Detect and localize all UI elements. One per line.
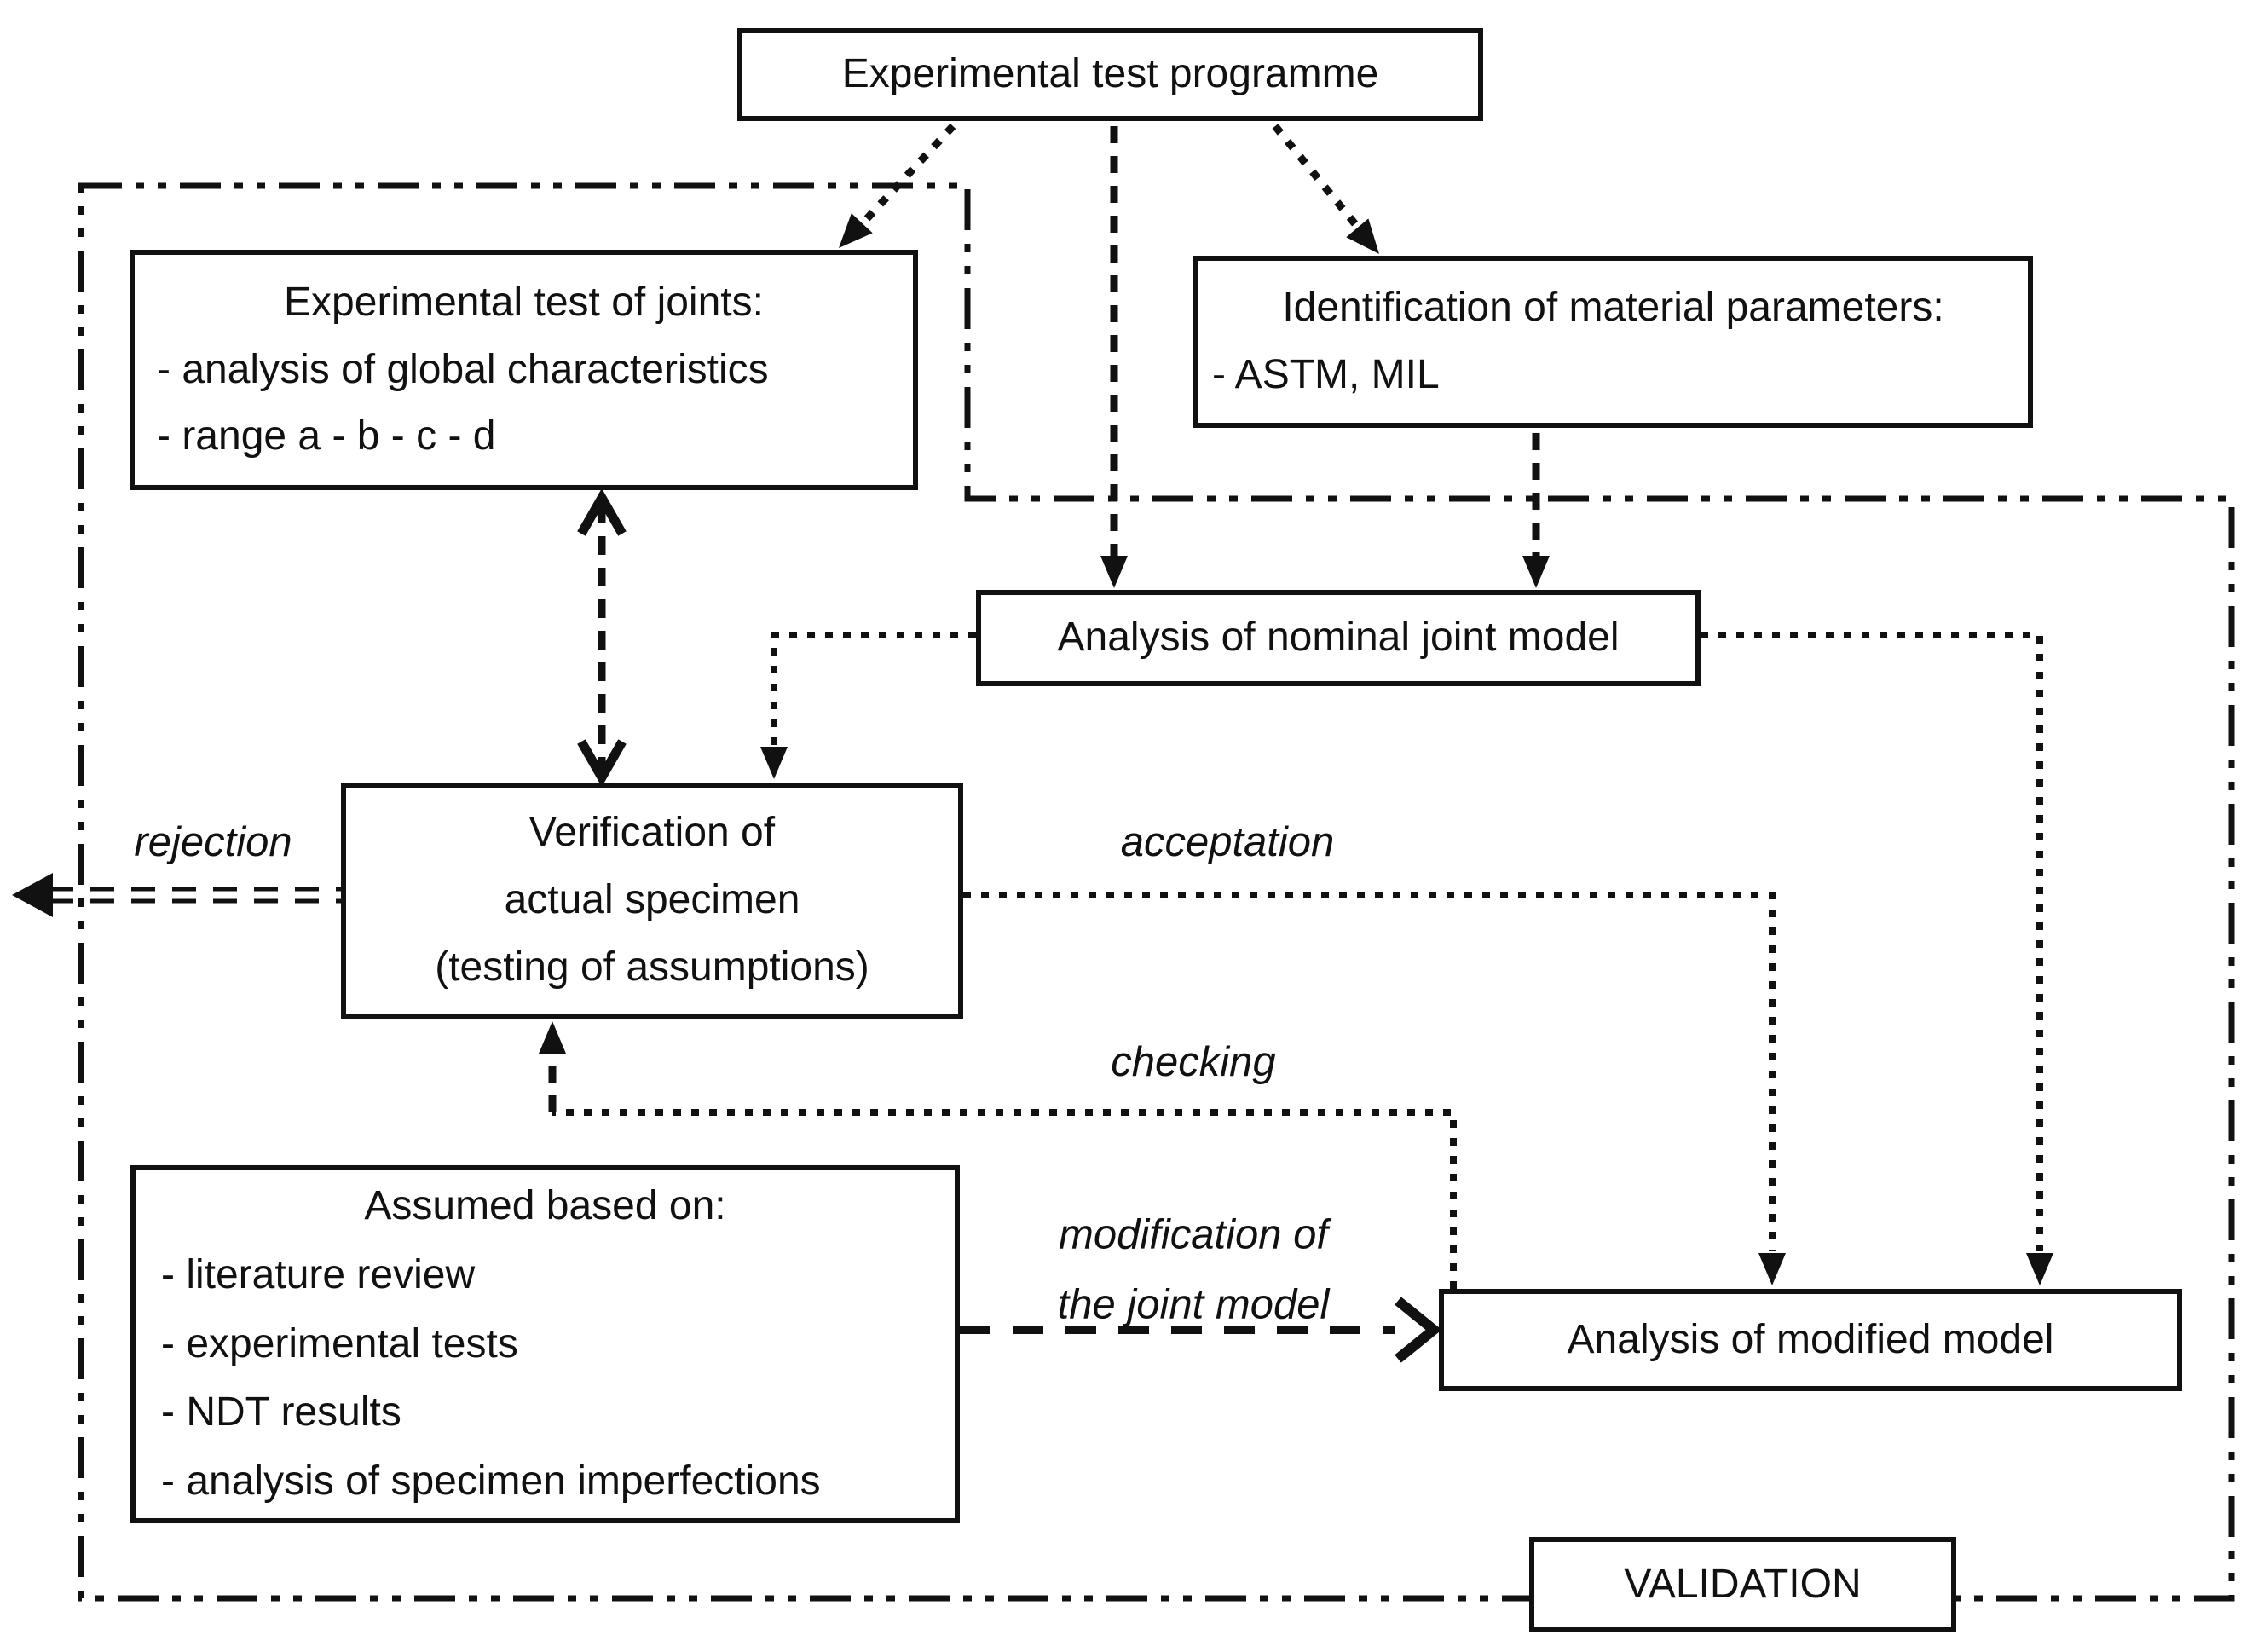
label-rejection: rejection	[134, 818, 292, 865]
edge-checking	[552, 1109, 1457, 1289]
arrowhead-acceptation	[1758, 1253, 1786, 1285]
domain-boundary-line	[78, 182, 2235, 1602]
box-joints-item: - range a - b - c - d	[157, 413, 496, 459]
label-checking: checking	[1111, 1038, 1276, 1085]
box-assumed-item: - literature review	[161, 1252, 476, 1298]
arrowhead-programme-to-joints	[839, 213, 873, 248]
arrowhead-nominal-to-modified	[2026, 1253, 2053, 1285]
box-experimental-test-of-joints: Experimental test of joints: - analysis …	[130, 250, 918, 490]
box-verification-line: actual specimen	[504, 877, 800, 923]
edge-acceptation	[963, 892, 1776, 1251]
box-joints-item: - analysis of global characteristics	[157, 346, 769, 392]
arrowhead-nominal-to-verification	[760, 747, 788, 779]
box-validation-title: VALIDATION	[1624, 1561, 1862, 1607]
box-modified-title: Analysis of modified model	[1567, 1316, 2054, 1362]
box-experimental-test-programme: Experimental test programme	[737, 28, 1483, 121]
arrowhead-programme-to-materials	[1346, 218, 1379, 254]
edge-programme-to-joints	[858, 123, 956, 228]
box-verification-line: Verification of	[528, 810, 776, 856]
arrowhead-materials-to-nominal	[1522, 556, 1550, 588]
label-modification: modification of the joint model	[1058, 1200, 1330, 1341]
box-analysis-nominal-joint-model: Analysis of nominal joint model	[976, 590, 1701, 686]
arrowhead-down-joints-verification	[577, 739, 627, 788]
box-assumed-based-on: Assumed based on: - literature review - …	[130, 1165, 960, 1523]
box-assumed-item: - analysis of specimen imperfections	[161, 1458, 821, 1504]
box-joints-title: Experimental test of joints:	[284, 279, 764, 325]
box-materials-title: Identification of material parameters:	[1282, 285, 1944, 331]
box-assumed-item: - experimental tests	[161, 1320, 518, 1366]
edge-programme-to-materials	[1272, 124, 1362, 231]
arrowhead-rejection	[12, 873, 53, 917]
box-materials-item: - ASTM, MIL	[1212, 352, 1440, 397]
edge-nominal-to-modified	[1701, 632, 2043, 1251]
edge-nominal-to-verification	[771, 632, 976, 747]
box-verification-actual-specimen: Verification of actual specimen (testing…	[341, 783, 963, 1019]
box-validation: VALIDATION	[1529, 1537, 1956, 1632]
box-analysis-modified-model: Analysis of modified model	[1439, 1289, 2182, 1391]
box-assumed-item: - NDT results	[161, 1389, 401, 1435]
label-acceptation: acceptation	[1120, 818, 1335, 865]
box-experimental-test-programme-title: Experimental test programme	[841, 51, 1379, 97]
box-assumed-title: Assumed based on:	[364, 1183, 726, 1229]
label-modification-line1: modification of	[1059, 1211, 1328, 1258]
box-verification-line: (testing of assumptions)	[435, 944, 869, 990]
arrowhead-checking	[539, 1021, 566, 1054]
arrowhead-up-joints-verification	[577, 488, 627, 536]
arrowhead-modification	[1395, 1297, 1442, 1363]
box-nominal-title: Analysis of nominal joint model	[1057, 615, 1620, 661]
arrowhead-programme-to-nominal	[1100, 556, 1128, 588]
box-identification-material-parameters: Identification of material parameters: -…	[1193, 256, 2033, 428]
label-modification-line2: the joint model	[1057, 1282, 1330, 1328]
